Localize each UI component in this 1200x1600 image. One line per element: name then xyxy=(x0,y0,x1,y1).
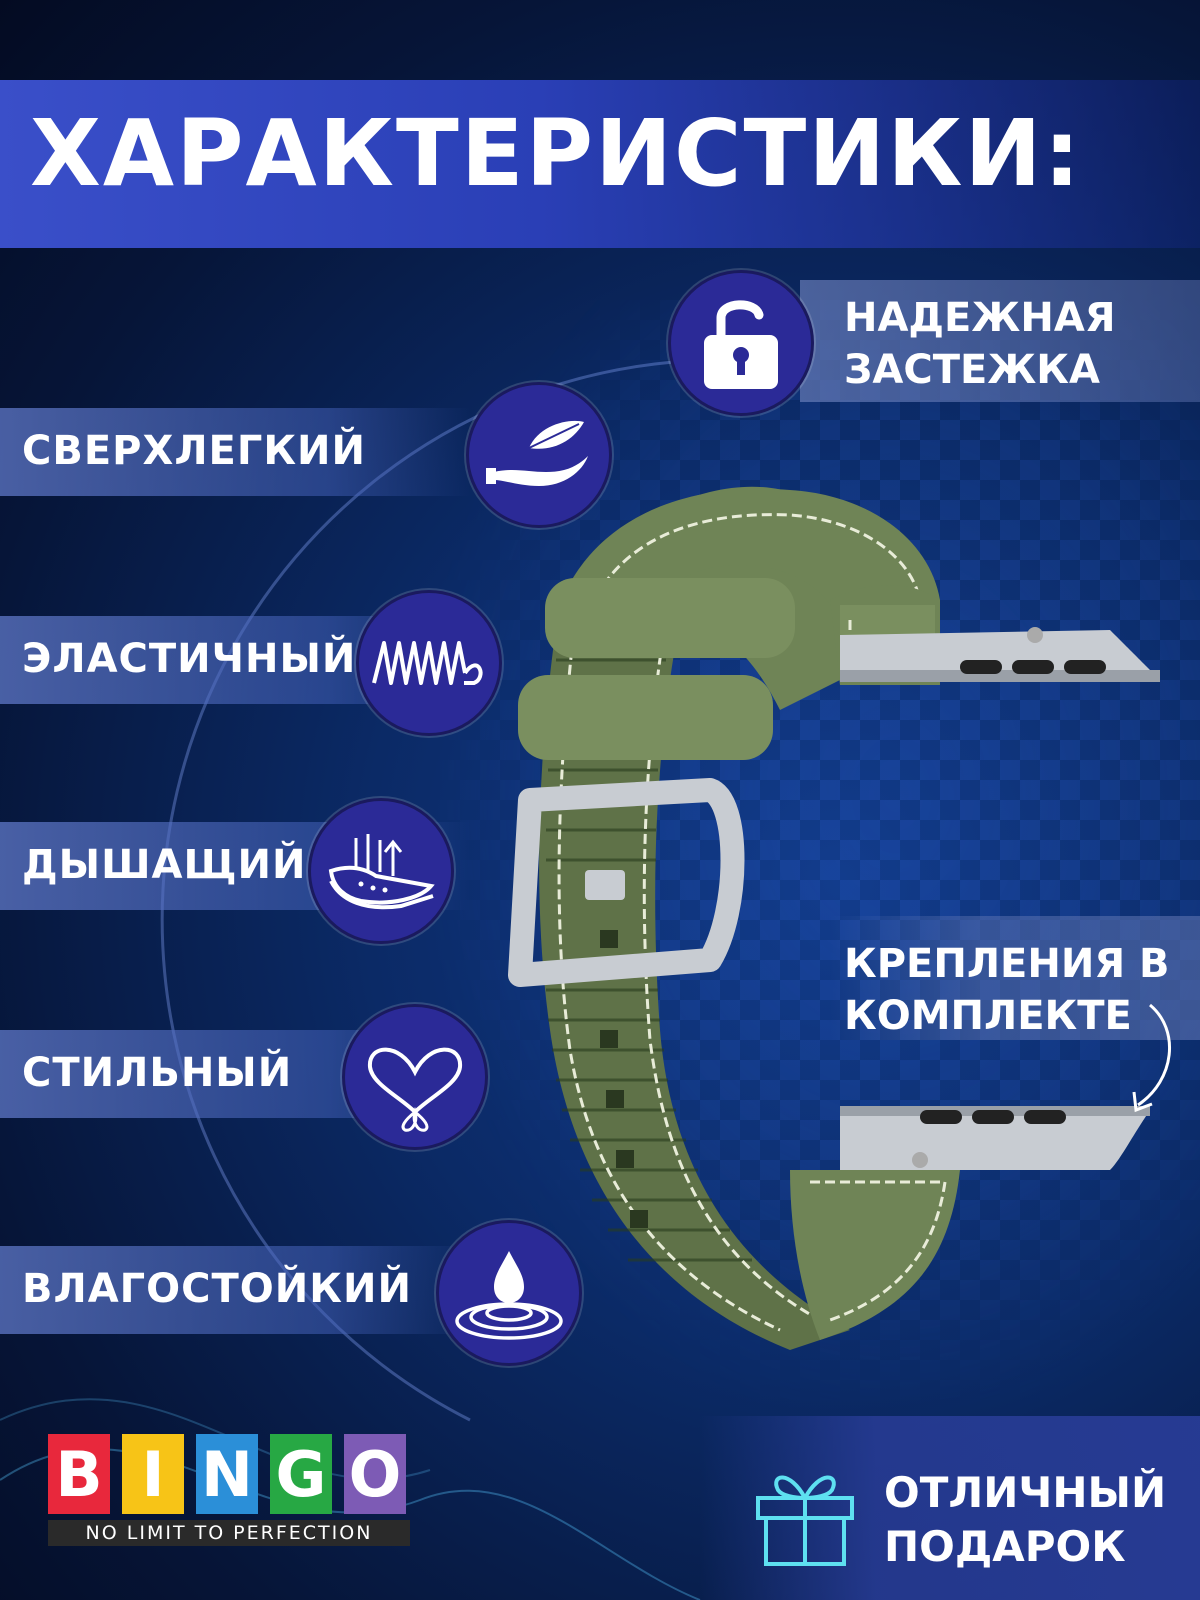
bingo-logo: B I N G O xyxy=(48,1434,406,1514)
mounts-label-line1: КРЕПЛЕНИЯ В xyxy=(844,941,1170,987)
gift-label-line2: ПОДАРОК xyxy=(884,1522,1126,1571)
feature-label-1: СВЕРХЛЕГКИЙ xyxy=(22,428,367,474)
mounts-label-line2: КОМПЛЕКТЕ xyxy=(844,993,1132,1039)
feather-hand-icon xyxy=(466,382,612,528)
feature-label-2: ЭЛАСТИЧНЫЙ xyxy=(22,636,357,682)
logo-letter-i: I xyxy=(122,1434,184,1514)
logo-letter-o: O xyxy=(344,1434,406,1514)
logo-tagline: NO LIMIT TO PERFECTION xyxy=(48,1520,410,1546)
mounts-band xyxy=(830,916,1200,1040)
heart-icon xyxy=(342,1004,488,1150)
breathable-fabric-icon xyxy=(308,798,454,944)
feature-label-4: СТИЛЬНЫЙ xyxy=(22,1050,293,1096)
feature-label-5: ВЛАГОСТОЙКИЙ xyxy=(22,1266,412,1312)
gift-label-line1: ОТЛИЧНЫЙ xyxy=(884,1468,1167,1517)
spring-icon xyxy=(356,590,502,736)
clasp-band xyxy=(800,280,1200,402)
title-band xyxy=(0,80,1200,248)
gift-band xyxy=(700,1416,1200,1600)
mounts-label: КРЕПЛЕНИЯ В КОМПЛЕКТЕ xyxy=(844,938,1170,1042)
page-title: ХАРАКТЕРИСТИКИ: xyxy=(30,100,1083,207)
padlock-icon xyxy=(668,270,814,416)
logo-letter-g: G xyxy=(270,1434,332,1514)
curved-arrow-icon xyxy=(1132,1003,1171,1113)
water-drop-icon xyxy=(436,1220,582,1366)
clasp-label-line1: НАДЕЖНАЯ xyxy=(844,295,1116,341)
clasp-label: НАДЕЖНАЯ ЗАСТЕЖКА xyxy=(844,292,1116,396)
clasp-label-line2: ЗАСТЕЖКА xyxy=(844,347,1100,393)
feature-band-1 xyxy=(0,408,470,496)
feature-label-3: ДЫШАЩИЙ xyxy=(22,842,307,888)
logo-letter-b: B xyxy=(48,1434,110,1514)
gift-label: ОТЛИЧНЫЙ ПОДАРОК xyxy=(884,1466,1166,1574)
feature-band-5 xyxy=(0,1246,470,1334)
watch-strap-illustration xyxy=(508,486,1160,1350)
gift-icon xyxy=(756,1475,854,1566)
logo-letter-n: N xyxy=(196,1434,258,1514)
